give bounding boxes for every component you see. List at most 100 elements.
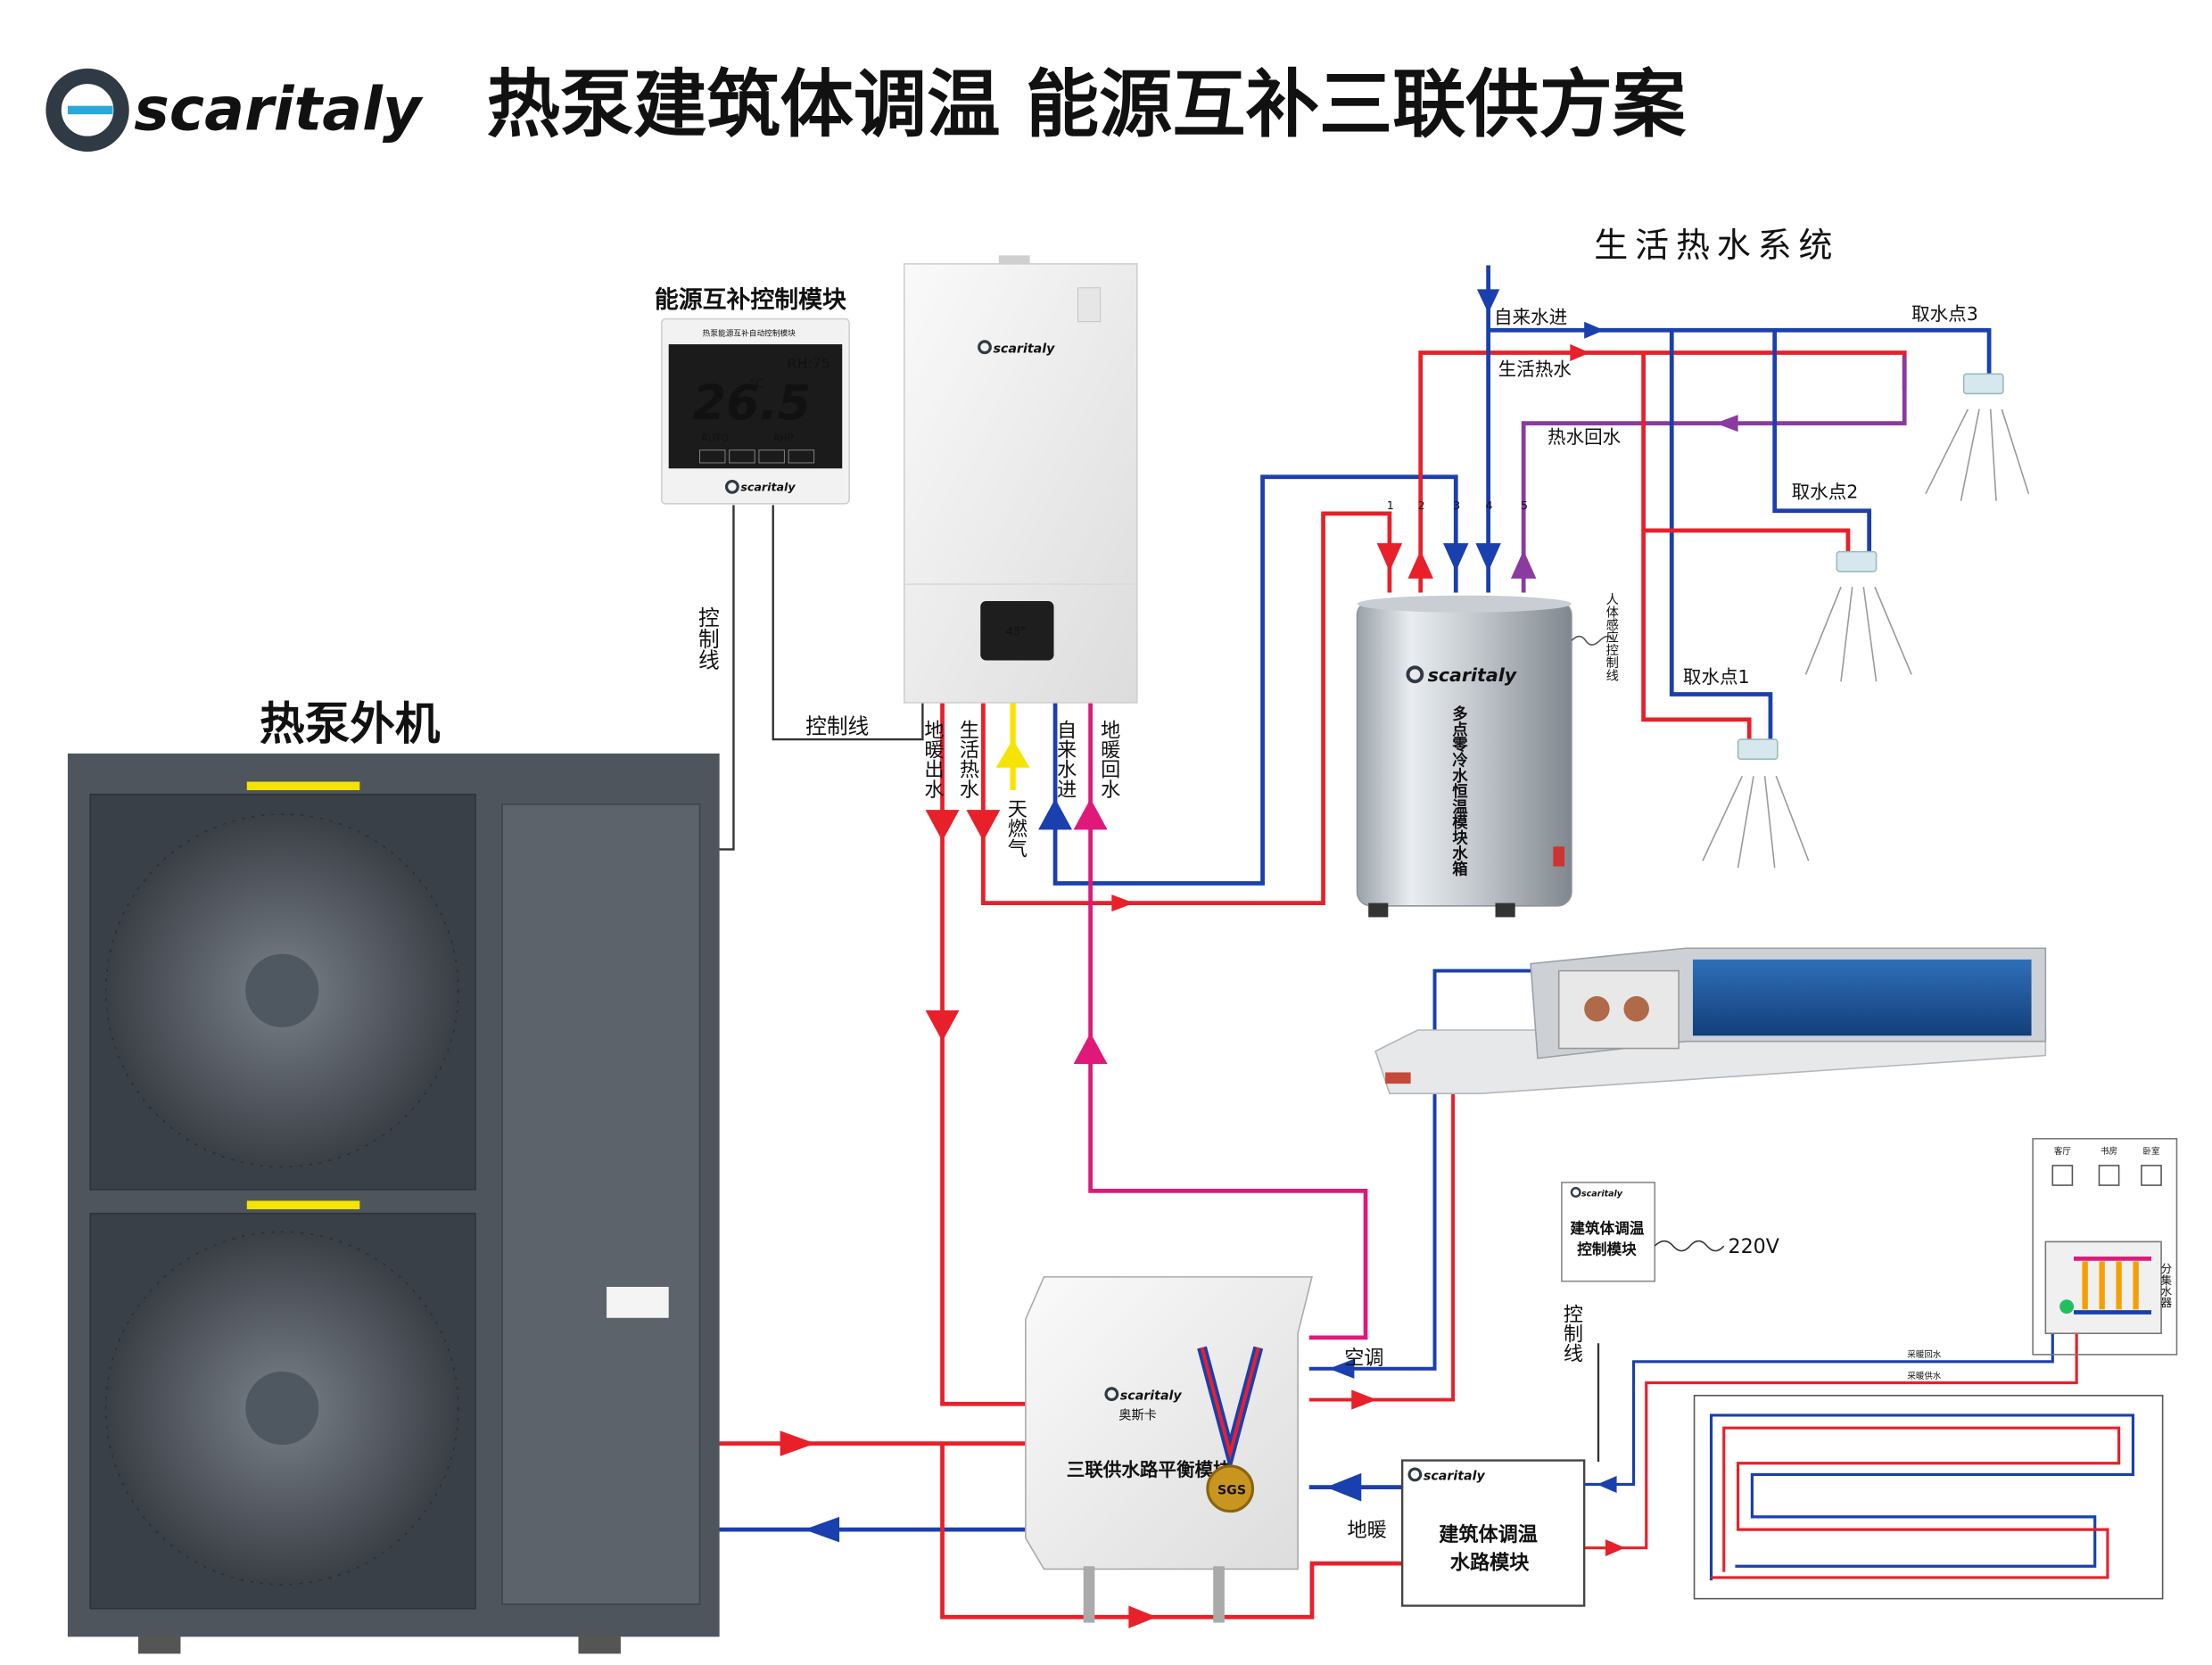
arrow-left bbox=[1715, 415, 1738, 433]
port-floor-out: 地暖出水 bbox=[920, 720, 944, 799]
medal-text: SGS bbox=[1217, 1484, 1246, 1498]
tank-logo-mark bbox=[1406, 665, 1424, 684]
wire-label-horizontal: 控制线 bbox=[805, 714, 869, 739]
arrow-right bbox=[1584, 321, 1605, 339]
room-1-label: 客厅 bbox=[2054, 1146, 2071, 1157]
boiler-logo: scaritaly bbox=[993, 342, 1055, 357]
pipe-label-return: 采暖回水 bbox=[1907, 1349, 1941, 1360]
shower-head bbox=[1737, 738, 1779, 761]
pipe-balance-floor-hot bbox=[940, 1443, 1404, 1620]
building-water-label-1: 建筑体调温 bbox=[1439, 1523, 1538, 1546]
floor-loop-return bbox=[1709, 1414, 2135, 1581]
shower-tap-2 bbox=[1804, 550, 1912, 682]
fan-coil-header bbox=[1557, 969, 1680, 1050]
pipe-cold-tap2 bbox=[1772, 330, 1872, 554]
arrow-down bbox=[1376, 543, 1403, 572]
boiler-display-value: 43° bbox=[1006, 624, 1026, 638]
building-water-logo: scaritaly bbox=[1424, 1470, 1486, 1484]
arrow-right bbox=[1570, 344, 1590, 362]
arrow-right bbox=[780, 1430, 816, 1456]
building-control-logo-mark bbox=[1570, 1187, 1581, 1198]
tank-label-sticker bbox=[1553, 846, 1565, 867]
control-buttons bbox=[699, 449, 815, 464]
arrow-down bbox=[1476, 289, 1500, 314]
control-logo-mark bbox=[724, 479, 739, 494]
dhw-return-label: 热水回水 bbox=[1548, 426, 1622, 448]
dhw-hot-label: 生活热水 bbox=[1498, 359, 1572, 380]
balance-leg bbox=[1213, 1566, 1225, 1623]
fan-coil-copper bbox=[1584, 996, 1610, 1022]
heat-pump-foot-left bbox=[138, 1634, 181, 1654]
pipe-hot-tap2 bbox=[1643, 528, 1851, 554]
port-dhw: 生活热水 bbox=[956, 720, 979, 799]
arrow-left bbox=[1328, 1358, 1355, 1379]
tank-port-3: 3 bbox=[1453, 499, 1460, 512]
heat-pump-service-panel bbox=[501, 804, 701, 1605]
tank-port-2: 2 bbox=[1418, 499, 1425, 512]
building-water-module: scaritaly 建筑体调温 水路模块 bbox=[1400, 1459, 1586, 1607]
control-module-heading: 能源互补控制模块 bbox=[655, 286, 846, 314]
fan-guard-top bbox=[104, 813, 459, 1168]
arrow-down bbox=[1475, 543, 1501, 572]
manifold-frame bbox=[2032, 1138, 2178, 1356]
flow-arrows bbox=[780, 289, 1738, 1628]
pipe-manifold-return bbox=[1584, 1312, 2054, 1487]
heat-pump-label: 热泵外机 bbox=[260, 697, 441, 750]
tank-label: 多点零冷水恒温模块水箱 bbox=[1449, 705, 1468, 877]
building-control-label-1: 建筑体调温 bbox=[1570, 1219, 1644, 1237]
pipe-cold-main bbox=[1488, 327, 1992, 379]
room-thermostats: 客厅 书房 卧室 bbox=[2051, 1146, 2162, 1186]
pipe-fancoil-return bbox=[1308, 969, 1549, 1371]
thermostat-2 bbox=[2098, 1165, 2120, 1186]
control-rh: RH:75 bbox=[788, 355, 830, 372]
heat-pump-foot-right bbox=[578, 1634, 621, 1654]
power-wire bbox=[1654, 1240, 1725, 1252]
room-2-label: 书房 bbox=[2101, 1146, 2117, 1157]
page-title: 热泵建筑体调温 能源互补三联供方案 bbox=[487, 63, 1687, 148]
arrow-up bbox=[1038, 798, 1073, 830]
control-temp: 26.5 bbox=[693, 375, 812, 431]
floor-loop-supply bbox=[1711, 1426, 2121, 1579]
arrow-left bbox=[804, 1516, 840, 1543]
port-floor-return: 地暖回水 bbox=[1097, 720, 1120, 799]
boiler-flue bbox=[998, 255, 1030, 266]
manifold-loop bbox=[2082, 1261, 2088, 1310]
shower-head bbox=[1836, 550, 1878, 573]
tank-ports: 1 2 3 4 5 bbox=[1387, 499, 1528, 512]
water-tank: scaritaly 多点零冷水恒温模块水箱 1 2 3 4 5 人体感应控制线 bbox=[1356, 499, 1618, 918]
logo-accent bbox=[67, 105, 113, 115]
mode-button[interactable] bbox=[729, 449, 755, 464]
sensor-wire bbox=[1571, 635, 1615, 646]
building-control-module: scaritaly 建筑体调温 控制模块 220V 控制线 bbox=[1560, 1182, 1779, 1364]
building-water-box bbox=[1400, 1459, 1586, 1607]
arrow-right bbox=[1351, 1389, 1377, 1410]
pipe-hot-return bbox=[1521, 355, 1907, 593]
pipe-hot-tap1 bbox=[1641, 352, 1752, 741]
warning-label-top bbox=[246, 781, 360, 791]
pipe-dhw-to-tank bbox=[981, 511, 1392, 905]
gas-boiler: scaritaly 43° bbox=[904, 255, 1138, 704]
balance-brand: 奥斯卡 bbox=[1118, 1408, 1157, 1423]
up-button[interactable] bbox=[758, 449, 785, 464]
port-tapwater: 自来水进 bbox=[1053, 720, 1077, 799]
shower-tap-1 bbox=[1702, 738, 1810, 869]
medal bbox=[1206, 1464, 1255, 1513]
pipe-label-supply: 采暖供水 bbox=[1907, 1371, 1941, 1381]
arrow-down bbox=[966, 810, 1001, 841]
control-mode-auto: AUTO bbox=[701, 433, 729, 444]
power-button[interactable] bbox=[699, 449, 726, 464]
control-screen bbox=[668, 344, 843, 469]
thermostat-3 bbox=[2141, 1165, 2162, 1186]
water-spray bbox=[1702, 775, 1810, 869]
floor-loop-frame bbox=[1693, 1395, 2164, 1600]
fan-coil-fins bbox=[1692, 959, 2032, 1036]
down-button[interactable] bbox=[788, 449, 815, 464]
building-water-label-2: 水路模块 bbox=[1450, 1551, 1530, 1574]
shower-tap-3 bbox=[1925, 373, 2030, 501]
shower-head bbox=[1962, 373, 2004, 395]
pipe-cold-tap1 bbox=[1669, 330, 1773, 741]
fan-coil-copper bbox=[1623, 996, 1649, 1022]
building-control-logo: scaritaly bbox=[1581, 1190, 1623, 1199]
tank-port-4: 4 bbox=[1485, 499, 1492, 512]
